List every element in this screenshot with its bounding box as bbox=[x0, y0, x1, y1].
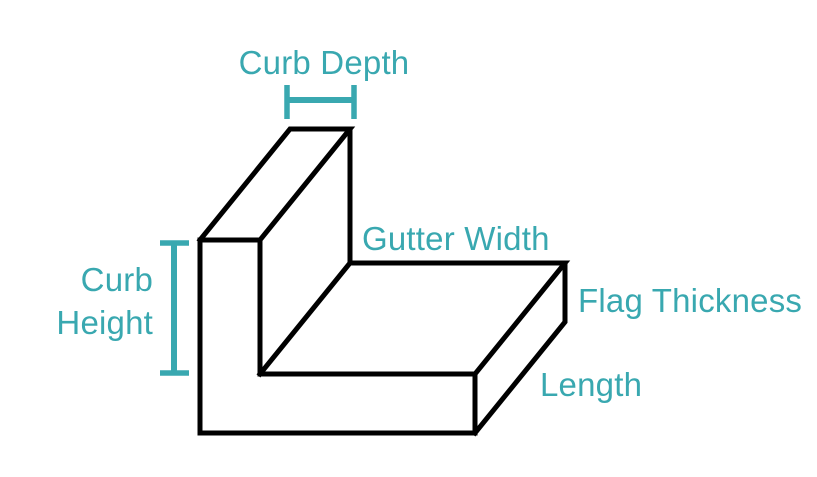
front-face-outline bbox=[197, 237, 478, 436]
curb-height-dimension-marker bbox=[160, 240, 189, 376]
curb-height-label-line1: Curb bbox=[81, 261, 153, 298]
curb-gutter-solid bbox=[196, 126, 571, 437]
curb-depth-label: Curb Depth bbox=[239, 44, 410, 81]
curb-height-label-line2: Height bbox=[56, 304, 153, 341]
curb-depth-dimension-marker bbox=[284, 85, 357, 119]
gutter-top-face-edges bbox=[347, 260, 571, 378]
curb-top-face-edges bbox=[196, 126, 356, 244]
flag-thickness-label: Flag Thickness bbox=[578, 282, 802, 319]
curb-right-face-edges bbox=[256, 126, 353, 378]
gutter-right-face-edges bbox=[471, 260, 568, 437]
length-label: Length bbox=[540, 366, 642, 403]
gutter-width-label: Gutter Width bbox=[362, 220, 550, 257]
